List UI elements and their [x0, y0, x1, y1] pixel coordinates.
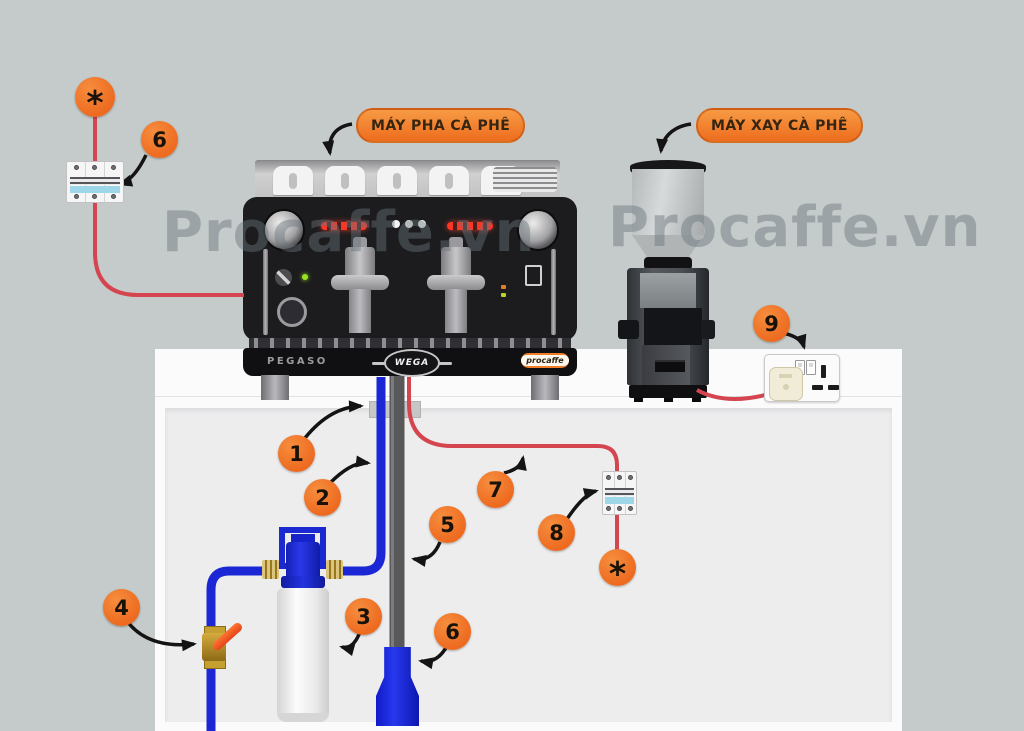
vent-grille	[493, 167, 557, 192]
cup	[377, 166, 417, 195]
power-knob	[275, 269, 292, 286]
socket-hole	[828, 385, 839, 390]
grinder-foot	[664, 398, 673, 402]
doser-lever	[618, 320, 639, 339]
callout-breaker-right: 8	[538, 514, 575, 551]
steam-wand-left	[263, 249, 268, 335]
callout-power-source-left: *	[75, 77, 115, 122]
led-display-right	[447, 222, 493, 230]
bean-hopper	[632, 169, 704, 235]
callout-counter-hole: 1	[278, 435, 315, 472]
wall-socket	[764, 354, 840, 402]
machine-leg	[261, 375, 289, 400]
water-filter-cartridge	[277, 588, 329, 722]
panel-window	[525, 265, 542, 286]
steam-wand-right	[551, 249, 556, 335]
front-panel	[644, 308, 702, 345]
status-led-green	[501, 293, 506, 297]
grinder-foot	[634, 398, 643, 402]
circuit-breaker-left	[66, 161, 124, 203]
status-led-orange	[501, 285, 506, 289]
cup-warmer-tray	[255, 160, 560, 198]
machine-leg	[531, 375, 559, 400]
cup	[273, 166, 313, 195]
callout-breaker-left: 6	[141, 121, 178, 158]
grinder-base	[629, 385, 707, 398]
callout-drain-pipe: 5	[429, 506, 466, 543]
left-dial	[263, 209, 305, 251]
drip-tray	[249, 338, 571, 349]
doser-window	[640, 273, 696, 308]
callout-power-source-right: *	[599, 549, 636, 593]
counter-grommet	[369, 401, 421, 418]
pressure-gauge	[277, 297, 307, 327]
callout-socket: 9	[753, 305, 790, 342]
hopper-collar	[644, 257, 692, 270]
indicator-dots	[392, 220, 426, 228]
counter-table	[155, 349, 902, 731]
machine-body	[243, 197, 577, 341]
side-knob	[701, 320, 715, 339]
socket-hole	[812, 385, 823, 390]
socket-hole	[821, 365, 826, 378]
cup	[325, 166, 365, 195]
led-display-left	[321, 222, 367, 230]
arrow-to-grinder	[656, 122, 692, 154]
coffee-grinder	[618, 158, 716, 402]
callout-water-inlet: 2	[304, 479, 341, 516]
circuit-breaker-right	[602, 471, 637, 515]
model-label: PEGASO	[267, 356, 328, 367]
arrow-to-socket	[782, 331, 807, 350]
cup	[429, 166, 469, 195]
brand-logo: WEGA	[372, 349, 452, 377]
filter-cap	[286, 542, 320, 580]
callout-valve: 4	[103, 589, 140, 626]
filter-inlet-fitting	[262, 560, 279, 579]
label-espresso-machine: MÁY PHA CÀ PHÊ	[356, 108, 526, 143]
callout-power-cable: 7	[477, 471, 514, 508]
espresso-machine: PEGASO WEGA procaffe	[243, 160, 577, 400]
callout-water-filter: 3	[345, 598, 382, 635]
power-plug	[769, 367, 803, 401]
filter-outlet-fitting	[326, 560, 343, 579]
machine-base-band: PEGASO WEGA procaffe	[243, 348, 577, 377]
grinder-foot	[692, 398, 701, 402]
dispense-slot	[655, 360, 685, 372]
arrow-to-machine	[322, 122, 353, 156]
callout-funnel: 6	[434, 613, 471, 650]
socket-switch	[806, 360, 816, 375]
green-led	[302, 274, 308, 280]
procaffe-badge: procaffe	[521, 353, 569, 368]
filter-flange	[281, 576, 325, 588]
label-grinder: MÁY XAY CÀ PHÊ	[696, 108, 863, 143]
right-dial	[517, 209, 559, 251]
grinder-body	[618, 268, 715, 385]
